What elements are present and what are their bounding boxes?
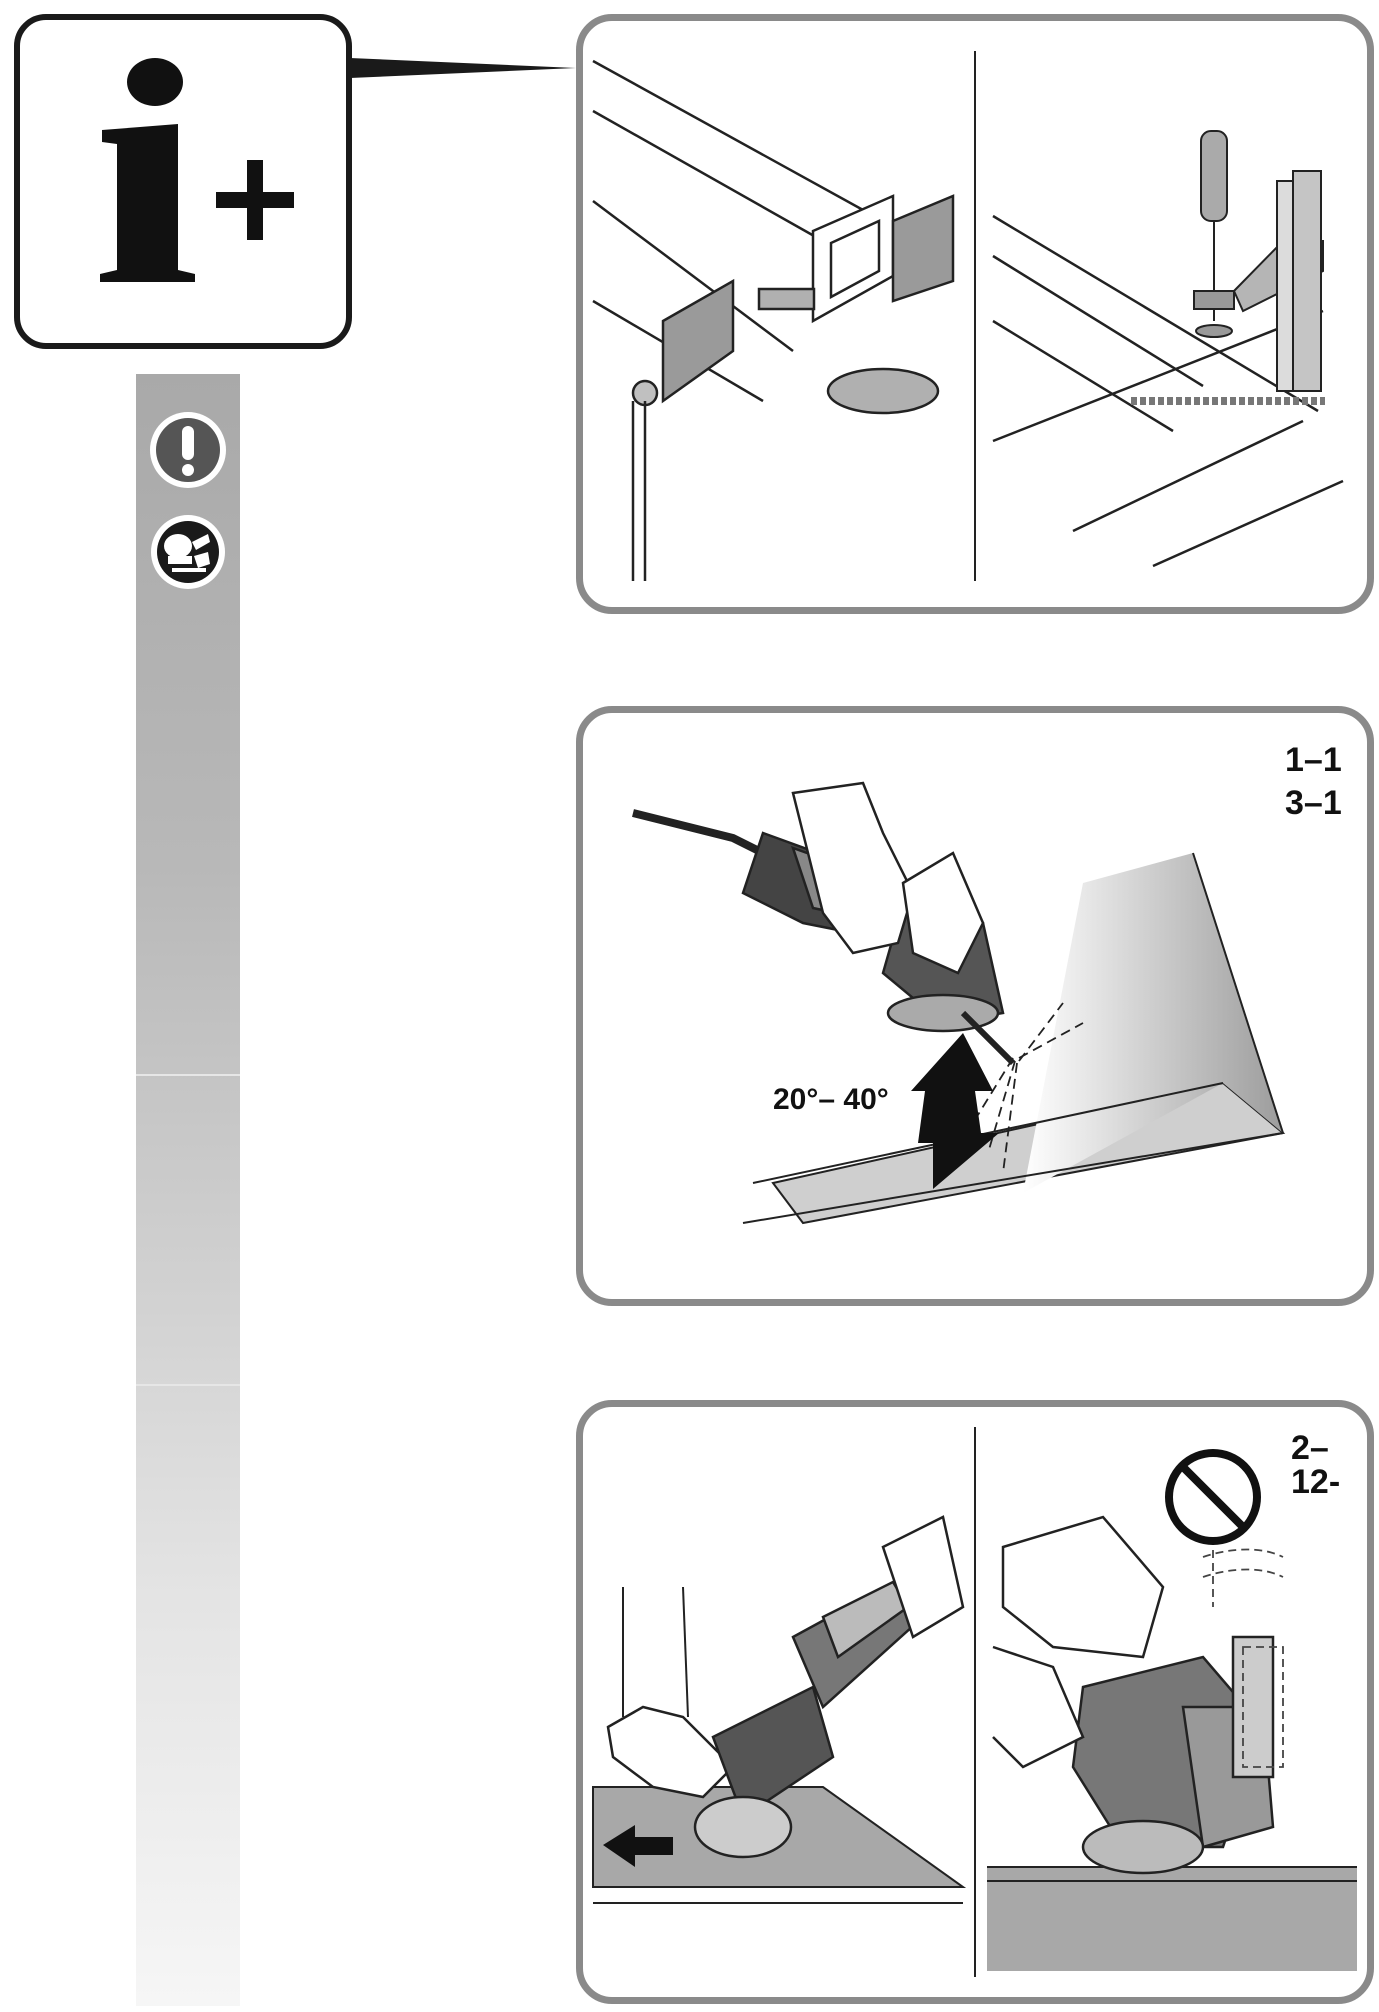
side-strip <box>136 374 240 2006</box>
grinding-angle-illustration: 20°– 40° <box>632 781 1286 1225</box>
reference-code: 1–1 <box>1285 741 1342 779</box>
protective-gear-icon <box>151 515 225 589</box>
reference-code: 3–1 <box>1285 784 1342 822</box>
reference-code: 2–12- <box>1291 1429 1341 1501</box>
callout-pointer <box>350 58 576 78</box>
panel-clamping <box>576 14 1374 614</box>
left-arrow-icon <box>603 1825 673 1867</box>
grinding-direction-illustration <box>592 1427 1357 1977</box>
prohibited-icon <box>1165 1449 1261 1545</box>
panel-grinding-angle: 1–1 3–1 <box>576 706 1374 1306</box>
info-badge <box>14 14 352 349</box>
strip-divider <box>136 1074 240 1076</box>
info-plus-icon <box>100 58 294 282</box>
panel-grinding-direction: 2–12- <box>576 1400 1374 2004</box>
clamping-illustration <box>592 51 1344 581</box>
angle-label: 20°– 40° <box>773 1083 889 1116</box>
strip-divider <box>136 1384 240 1386</box>
warning-exclamation-icon <box>150 412 226 488</box>
